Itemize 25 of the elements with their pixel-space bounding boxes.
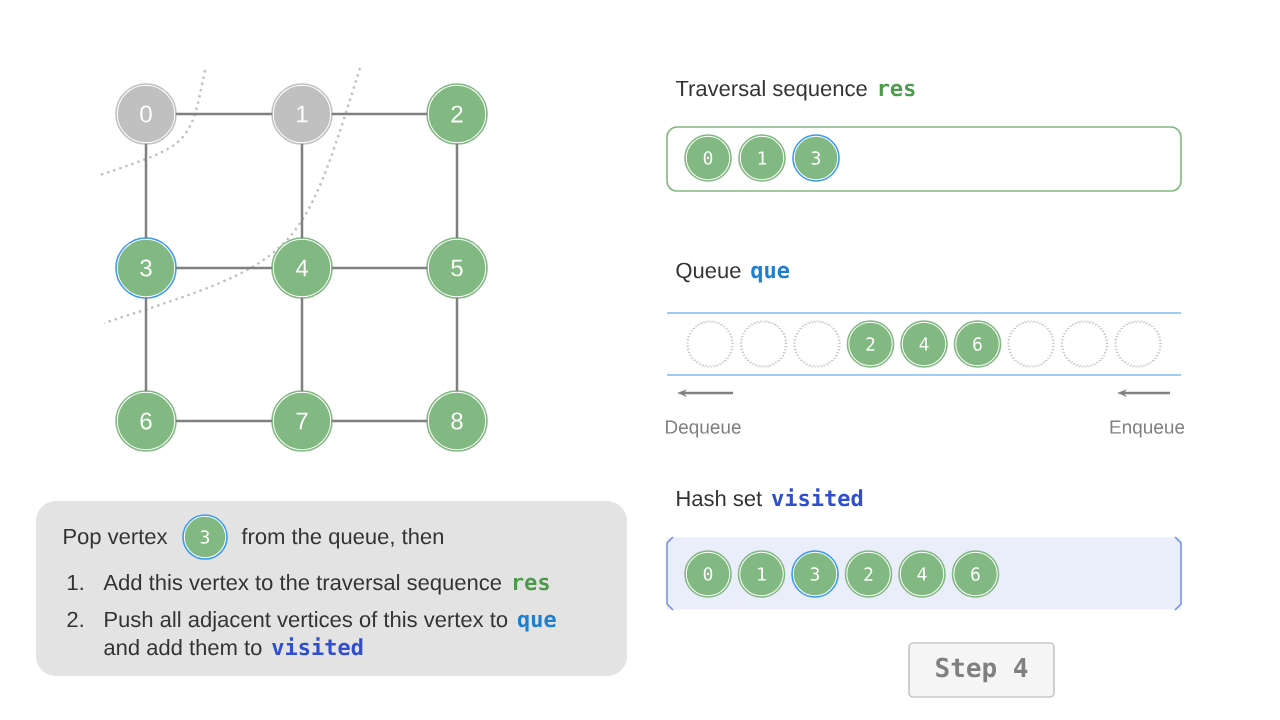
empty-slot xyxy=(1060,320,1109,368)
edge-line xyxy=(331,419,428,423)
queue-label: Dequeue xyxy=(666,420,741,438)
empty-slot xyxy=(793,320,841,368)
edge-line xyxy=(300,297,304,392)
edge-line xyxy=(331,112,428,116)
edge-line xyxy=(175,419,273,423)
edge-line xyxy=(144,143,148,239)
node-label: Hash set xyxy=(677,490,763,507)
step-button: Step 4 xyxy=(908,642,1055,698)
empty-slot xyxy=(1114,320,1162,368)
node-label: res xyxy=(879,83,915,97)
edge-line xyxy=(455,297,459,392)
edge-line xyxy=(175,266,273,270)
node-label: Traversal sequence xyxy=(675,80,867,101)
node-label: visited xyxy=(771,488,863,507)
edge-line xyxy=(331,266,428,270)
queue-label: Enqueue xyxy=(1110,420,1185,438)
empty-slot xyxy=(686,320,734,368)
empty-slot xyxy=(1007,320,1055,368)
edge-line xyxy=(144,297,148,392)
edge-line xyxy=(455,143,459,239)
edge-line xyxy=(300,143,304,239)
empty-slot xyxy=(739,320,788,368)
edge-line xyxy=(175,112,273,116)
